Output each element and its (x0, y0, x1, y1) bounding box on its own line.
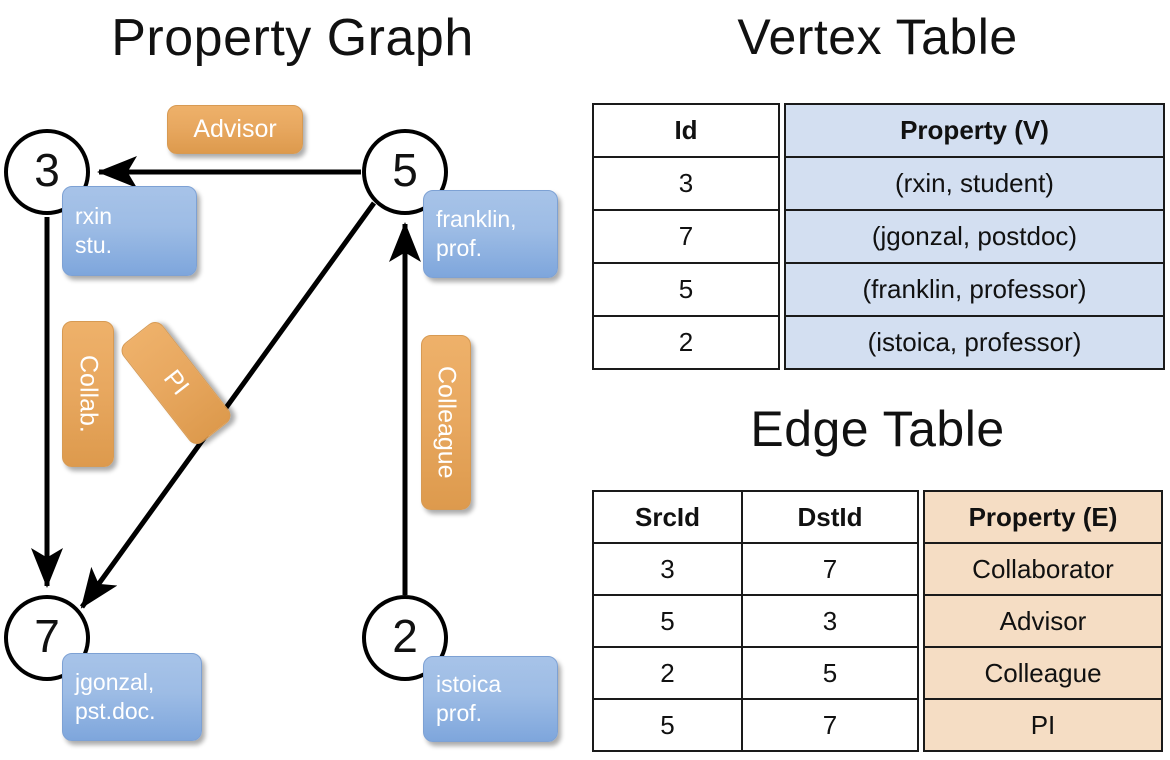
vertex-table-cell-id: 7 (592, 209, 780, 264)
property-graph-diagram: 3 5 7 2 rxin stu. franklin, prof. jgonza… (4, 105, 558, 742)
edge-table-row: 2 5 Colleague (592, 646, 1163, 700)
edge-table-cell-dstid: 7 (741, 542, 919, 596)
edge-label-colleague[interactable]: Colleague (421, 335, 471, 510)
vertex-table-cell-property: (jgonzal, postdoc) (784, 209, 1165, 264)
page-title-edge-table: Edge Table (750, 401, 1005, 457)
edge-table-header-srcid: SrcId (592, 490, 743, 544)
vertex-table-header-row: Id Property (V) (592, 103, 1165, 158)
edge-table-cell-property: Collaborator (923, 542, 1163, 596)
vertex-table-row: 7 (jgonzal, postdoc) (592, 209, 1165, 264)
vertex-table-row: 2 (istoica, professor) (592, 315, 1165, 370)
vertex-property-box-7[interactable]: jgonzal, pst.doc. (62, 653, 202, 741)
vertex-property-box-3-line1: rxin (75, 202, 113, 229)
vertex-property-box-5-line1: franklin, (436, 205, 517, 232)
vertex-table-cell-id: 3 (592, 156, 780, 211)
edge-table-row: 3 7 Collaborator (592, 542, 1163, 596)
edge-table-header-property: Property (E) (923, 490, 1163, 544)
edge-label-colleague-text: Colleague (432, 366, 461, 479)
vertex-property-box-3-line2: stu. (75, 232, 113, 258)
vertex-table-header-property: Property (V) (784, 103, 1165, 158)
edge-table-row: 5 3 Advisor (592, 594, 1163, 648)
edge-table-cell-srcid: 3 (592, 542, 743, 596)
edge-table-cell-dstid: 3 (741, 594, 919, 648)
vertex-table-row: 5 (franklin, professor) (592, 262, 1165, 317)
graph-node-5[interactable]: 5 (362, 129, 448, 215)
page-title-property-graph: Property Graph (111, 9, 474, 67)
edge-table-cell-srcid: 5 (592, 698, 743, 752)
vertex-table-cell-id: 5 (592, 262, 780, 317)
edge-table-header-dstid: DstId (741, 490, 919, 544)
vertex-property-box-2-line2: prof. (436, 700, 483, 726)
graph-node-7-label: 7 (34, 610, 60, 662)
vertex-property-box-2-line1: istoica (436, 670, 502, 697)
graph-node-3-label: 3 (34, 144, 60, 196)
edge-label-collab-text: Collab. (74, 355, 103, 433)
vertex-table-row: 3 (rxin, student) (592, 156, 1165, 211)
edge-table: SrcId DstId Property (E) 3 7 Collaborato… (592, 490, 1163, 752)
vertex-property-box-5[interactable]: franklin, prof. (423, 190, 558, 278)
graph-node-2[interactable]: 2 (362, 595, 448, 681)
edge-table-row: 5 7 PI (592, 698, 1163, 752)
vertex-property-box-3[interactable]: rxin stu. (62, 186, 197, 276)
vertex-property-box-5-line2: prof. (436, 235, 483, 261)
edge-table-cell-srcid: 5 (592, 594, 743, 648)
vertex-table: Id Property (V) 3 (rxin, student) 7 (jgo… (592, 103, 1165, 370)
vertex-property-box-7-line2: pst.doc. (75, 698, 156, 724)
edge-table-cell-dstid: 5 (741, 646, 919, 700)
vertex-table-cell-property: (franklin, professor) (784, 262, 1165, 317)
edge-5-to-7 (79, 201, 377, 609)
edge-label-pi-text: PI (158, 364, 195, 401)
edge-table-header-row: SrcId DstId Property (E) (592, 490, 1163, 544)
graph-node-5-label: 5 (392, 144, 418, 196)
graph-edges-layer (31, 156, 421, 609)
edge-table-cell-property: Colleague (923, 646, 1163, 700)
vertex-table-cell-property: (istoica, professor) (784, 315, 1165, 370)
vertex-table-cell-property: (rxin, student) (784, 156, 1165, 211)
edge-table-cell-dstid: 7 (741, 698, 919, 752)
vertex-property-box-7-line1: jgonzal, (75, 668, 155, 695)
vertex-property-box-2[interactable]: istoica prof. (423, 656, 558, 742)
vertex-table-header-id: Id (592, 103, 780, 158)
edge-label-advisor[interactable]: Advisor (167, 105, 303, 154)
edge-table-cell-srcid: 2 (592, 646, 743, 700)
edge-label-collab[interactable]: Collab. (62, 321, 114, 467)
edge-table-cell-property: Advisor (923, 594, 1163, 648)
vertex-table-cell-id: 2 (592, 315, 780, 370)
page-title-vertex-table: Vertex Table (737, 9, 1018, 65)
graph-node-2-label: 2 (392, 610, 418, 662)
edge-label-advisor-text: Advisor (193, 115, 277, 143)
edge-table-cell-property: PI (923, 698, 1163, 752)
